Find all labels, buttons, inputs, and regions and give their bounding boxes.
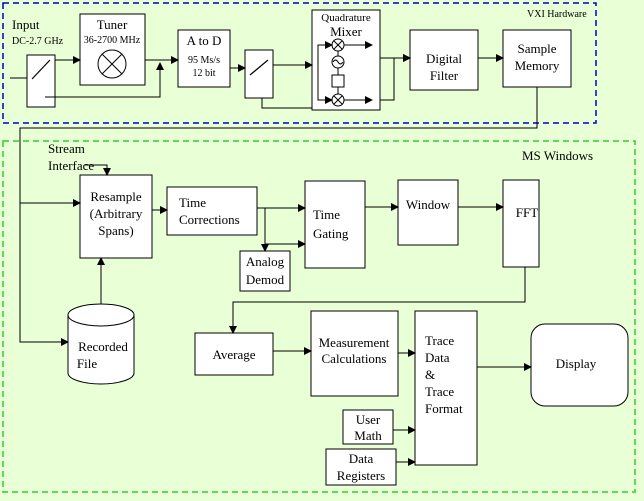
sample-memory-label-2: Memory: [515, 58, 560, 73]
fft-block: [502, 179, 540, 268]
trace-data-format-block: [414, 310, 478, 466]
time-corrections-label-2: Corrections: [179, 212, 240, 227]
quadrature-mixer-block: [311, 9, 381, 111]
display-label: Display: [556, 356, 597, 371]
time-corrections-block: [166, 186, 258, 236]
time-corrections-label-1: Time: [179, 195, 206, 210]
input-switch-arm: [31, 59, 51, 80]
time-gating-block: [304, 180, 366, 269]
trace-label-1: Trace: [425, 333, 454, 348]
analog-demod-label-2: Demod: [246, 272, 285, 287]
a-to-d-block: [177, 29, 231, 88]
a-to-d-bits-label: 12 bit: [192, 68, 215, 79]
a-to-d-rate-label: 95 Ms/s: [188, 55, 220, 66]
recorded-file-label-1: Recorded: [78, 339, 128, 354]
user-math-block: [342, 409, 394, 445]
input-switch-box: [26, 54, 56, 108]
trace-label-3: &: [425, 367, 435, 382]
trace-label-5: Format: [425, 401, 463, 416]
digital-filter-block: [409, 29, 479, 91]
quadrature-mixer-label-1: Quadrature: [321, 12, 371, 24]
data-registers-block: [325, 448, 397, 486]
measurement-label-2: Calculations: [322, 351, 387, 366]
fft-label: FFT: [516, 205, 538, 220]
stream-interface-label-1: Stream: [48, 141, 85, 156]
time-gating-label-2: Gating: [313, 226, 349, 241]
sample-memory-label-1: Sample: [518, 41, 557, 56]
a-to-d-label: A to D: [187, 33, 222, 48]
recorded-file-cylinder-top: [67, 303, 135, 327]
window-label: Window: [406, 197, 451, 212]
resample-label-1: Resample: [90, 189, 141, 204]
analog-demod-block: [239, 250, 291, 292]
output-switch-arm: [249, 59, 269, 76]
tuner-range-label: 36-2700 MHz: [84, 35, 141, 46]
phase-shift-block: [331, 74, 345, 88]
input-label: Input: [12, 17, 40, 32]
vxi-hardware-label: VXI Hardware: [527, 9, 587, 20]
user-math-label-1: User: [356, 412, 381, 427]
tuner-label: Tuner: [97, 17, 128, 32]
output-switch-box: [244, 49, 274, 99]
analog-demod-label-1: Analog: [246, 254, 285, 269]
window-block: [397, 179, 459, 246]
trace-label-2: Data: [425, 350, 450, 365]
average-block: [194, 332, 274, 376]
measurement-calculations-block: [310, 310, 399, 397]
digital-filter-label-2: Filter: [430, 68, 459, 83]
user-math-label-2: Math: [354, 428, 382, 443]
measurement-label-1: Measurement: [319, 335, 390, 350]
data-registers-label-2: Registers: [337, 468, 385, 483]
stream-interface-label-2: Interface: [48, 158, 94, 173]
recorded-file-label-2: File: [77, 356, 97, 371]
resample-label-2: (Arbitrary: [90, 206, 143, 221]
resample-label-3: Spans): [98, 223, 133, 238]
ms-windows-label: MS Windows: [522, 148, 593, 163]
vxi-hardware-region: [2, 2, 597, 124]
digital-filter-label-1: Digital: [426, 51, 462, 66]
ms-windows-region: [2, 140, 636, 493]
data-registers-label-1: Data: [349, 451, 374, 466]
time-gating-label-1: Time: [313, 207, 340, 222]
trace-label-4: Trace: [425, 384, 454, 399]
average-label: Average: [212, 347, 255, 362]
input-range-label: DC-2.7 GHz: [12, 36, 64, 47]
recorded-file-cylinder: [67, 315, 135, 385]
quadrature-mixer-label-2: Mixer: [330, 24, 362, 39]
resample-block: [79, 174, 153, 259]
